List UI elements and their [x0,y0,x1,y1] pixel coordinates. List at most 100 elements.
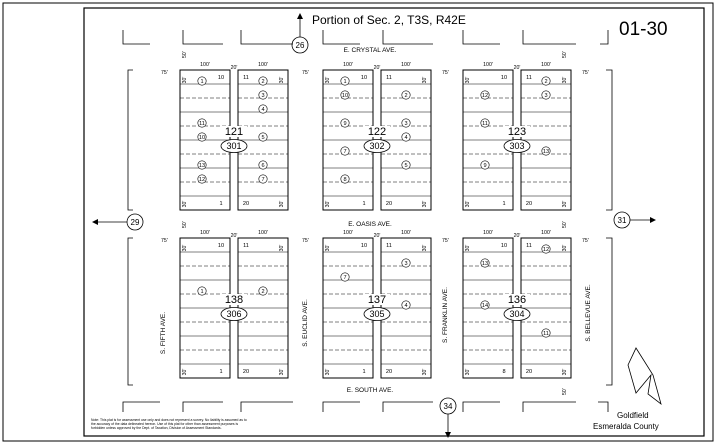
lot-number: 1 [200,289,203,295]
lot-number-marker: 3 [401,258,411,268]
lot-number: 11 [386,75,392,81]
lot-width-label: 100' [258,62,268,68]
lot-width-label: 100' [541,62,551,68]
parcel-oval [220,307,248,321]
street-width-label: 50' [182,51,188,58]
lot-number: 20 [386,201,392,207]
lot-number: 1 [343,79,346,85]
lot-number: 8 [343,177,346,183]
lot-number: 10 [199,135,205,141]
lot-number: 10 [218,75,224,81]
lot-width-label: 100' [401,230,411,236]
lot-width-label: 100' [483,62,493,68]
lot-number-marker: 4 [258,104,268,114]
lot-width-label: 100' [200,230,210,236]
lot-depth-label: 30' [325,245,331,252]
parcel-oval [220,139,248,153]
adjacent-sheet-west: 29 [92,213,144,231]
alley-width-label: 20' [231,233,238,239]
lot-number: 1 [502,201,505,207]
street-width-label: 75' [442,238,449,244]
street-label-south: E. SOUTH AVE. [347,387,394,394]
lot-number: 11 [199,121,205,127]
lot-number-marker: 13 [197,160,207,170]
lot-number: 1 [362,369,365,375]
block-number: 136 [508,294,526,306]
adjacent-sheet-number: 29 [131,218,140,227]
lot-depth-label: 30' [465,369,471,376]
lot-number: 10 [361,75,367,81]
lot-number: 20 [386,369,392,375]
lot-depth-label: 30' [562,245,568,252]
lot-number: 7 [261,177,264,183]
lot-number-marker: 7 [340,272,350,282]
lot-number: 3 [404,121,407,127]
block-number: 137 [368,294,386,306]
lot-number-marker: 8 [340,174,350,184]
lot-number-marker: 1 [197,76,207,86]
lot-depth-label: 30' [465,77,471,84]
lot-width-label: 100' [258,230,268,236]
lot-number: 20 [243,201,249,207]
lot-depth-label: 30' [182,201,188,208]
lot-number: 3 [261,93,264,99]
arrow-left-icon [92,219,98,225]
county-name: Esmeralda County [593,422,659,431]
street-label-bellevue: S. BELLEVUE AVE. [585,284,592,342]
street-width-label: 75' [161,238,168,244]
lot-number-marker: 1 [340,76,350,86]
lot-number: 11 [482,121,488,127]
lot-number-marker: 10 [197,132,207,142]
lot-number: 4 [261,107,264,113]
lot-depth-label: 30' [422,77,428,84]
lot-depth-label: 30' [422,369,428,376]
lot-number-marker: 4 [401,300,411,310]
adjacent-sheet-number: 34 [444,402,453,411]
street-label-franklin: S. FRANKLIN AVE. [442,287,449,343]
lot-number: 1 [200,79,203,85]
lot-width-label: 100' [541,230,551,236]
lot-number-marker: 14 [480,300,490,310]
lot-depth-label: 30' [422,245,428,252]
adjacent-sheet-number: 31 [618,216,627,225]
lot-depth-label: 30' [562,201,568,208]
arrow-up-icon [297,13,303,19]
alley-width-label: 20' [374,233,381,239]
lot-width-label: 100' [343,62,353,68]
block-number: 122 [368,126,386,138]
arrow-right-icon [650,217,656,223]
street-width-label: 75' [302,238,309,244]
parcel-number: 302 [369,141,384,151]
alley-width-label: 20' [514,233,521,239]
lot-depth-label: 30' [182,245,188,252]
lot-number-marker: 13 [480,258,490,268]
block-number: 138 [225,294,243,306]
lot-depth-label: 30' [279,245,285,252]
street-label-fifth: S. FIFTH AVE. [160,312,167,354]
lot-depth-label: 30' [465,245,471,252]
lot-number-marker: 3 [258,90,268,100]
lot-number-marker: 6 [258,160,268,170]
lot-number: 8 [502,369,505,375]
lot-depth-label: 30' [325,201,331,208]
lot-number: 10 [342,93,348,99]
lot-depth-label: 30' [325,77,331,84]
adjacent-sheet-number: 26 [296,41,305,50]
parcel-number: 305 [369,309,384,319]
lot-number: 10 [501,75,507,81]
lot-width-label: 100' [401,62,411,68]
lot-number: 13 [543,149,549,155]
sheet-number: 01-30 [619,19,668,40]
lot-number: 11 [526,75,532,81]
lot-number-marker: 7 [258,174,268,184]
parcel-number: 306 [226,309,241,319]
lot-number: 11 [243,243,249,249]
lot-number-marker: 9 [340,118,350,128]
lot-number: 11 [526,243,532,249]
parcel-oval [503,307,531,321]
parcel-oval [363,139,391,153]
lot-number: 14 [482,303,488,309]
